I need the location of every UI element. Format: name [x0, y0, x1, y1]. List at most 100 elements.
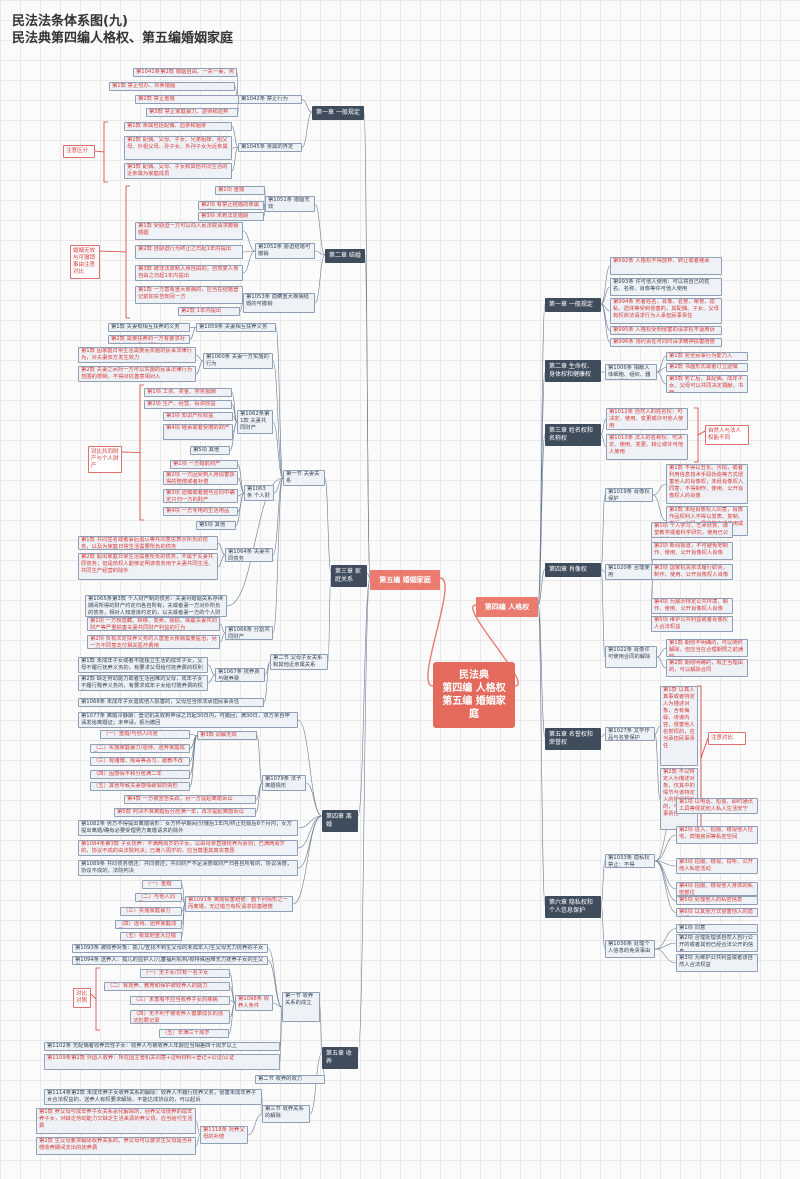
- edge-c3e2: [217, 554, 226, 567]
- bracket-link-n6: [700, 737, 709, 759]
- node-c4f2: （二）与他人同居: [135, 893, 182, 902]
- node-p5: 第五章 名誉权和荣誉权: [545, 728, 601, 750]
- edge-c4f: [292, 815, 323, 905]
- node-c4c: 第1082条 男方不得提出离婚情形：女方怀孕期间/分娩后1年内/终止妊娠后6个月…: [78, 820, 298, 836]
- edge-c5b: [267, 960, 283, 1008]
- edge-c3a2: [189, 327, 197, 340]
- node-c5c2: （二）有抚养、教育和保护被收养人的能力: [104, 982, 230, 991]
- node-c4b14: （四）因感情不和分居满二年: [90, 770, 190, 779]
- edge-p4: [537, 568, 546, 606]
- node-c5s1: 第一节 收养关系的成立: [282, 992, 320, 1022]
- edge-p6b1: [654, 928, 677, 950]
- node-p1: 第一章 一般规定: [545, 298, 601, 312]
- edge-p6a: [600, 860, 606, 906]
- node-p4: 第四章 肖像权: [545, 563, 601, 577]
- node-c3a: 第1059条 夫妻相互扶养义务: [196, 323, 276, 332]
- edge-c3d5: [235, 492, 245, 526]
- node-p6a4: 第4项 拍摄、窥视他人身体的私密部位: [676, 882, 758, 896]
- edge-c5c: [272, 1002, 283, 1008]
- node-p6b2: 第2项 合理处理该自然人自行公开的或者其他已经合法公开的信息: [676, 934, 758, 952]
- node-p3b: 第1013条 法人的名称权：可决定、使用、变更、转让或许可他人使用: [606, 434, 688, 460]
- edge-c4b11: [189, 734, 198, 736]
- node-c5g: 第1118条 对养父母的补偿: [200, 1126, 248, 1144]
- node-c1a: 第1042条 禁止行为: [238, 95, 302, 104]
- node-p3a: 第1012条 自然人的姓名权：可决定、使用、变更或许可他人使用: [606, 408, 688, 430]
- node-c3g2: 第2项 负有法定扶养义务的人患重大疾病需要医治，另一方不同意支付相关医疗费用: [87, 635, 220, 649]
- edge-p6a4: [654, 860, 677, 890]
- node-p1a: 第992条 人格权不得放弃、转让或者继承: [610, 257, 722, 275]
- node-c3s2: 第二节 父母子女关系和其他近亲属关系: [270, 654, 328, 670]
- node-c3d3: 第3项 遗嘱或者赠与合同中确定只归一方的财产: [163, 489, 238, 503]
- edge-p1e: [600, 303, 611, 343]
- edge-c5c3: [229, 1000, 236, 1004]
- node-c2a2: 第2项 有禁止结婚的亲属关系: [198, 201, 264, 210]
- edge-c1a: [301, 99, 313, 113]
- node-p6a6: 第6项 以其他方式侵害他人的隐私权: [676, 908, 758, 917]
- node-c2: 第二章 结婚: [325, 249, 365, 263]
- edge-c2c: [314, 254, 326, 304]
- bracket-link-n1: [94, 150, 105, 153]
- annotation-n3: 对比共同财产与个人财产: [88, 446, 122, 473]
- edge-p6a5: [654, 860, 677, 901]
- edge-c1b3: [231, 147, 239, 172]
- edge-c4f5: [181, 903, 186, 937]
- node-b5: 第五编 婚姻家庭: [370, 570, 440, 590]
- node-c3g1: 第1项 一方有隐藏、转移、变卖、毁损、挥霍夫妻共同财产等严重损害夫妻共同财产利益…: [87, 617, 220, 631]
- edge-c3d1: [237, 464, 245, 494]
- edge-c3h1: [207, 664, 216, 676]
- edge-c3c5: [229, 421, 238, 451]
- page-title: 民法法条体系图(九): [12, 14, 128, 29]
- node-p4c1: 第1款 期限不明确的，可以随时解除，但应当在合理期限之前通知: [666, 639, 748, 657]
- edge-c4f2: [181, 897, 186, 905]
- node-c5b: 第1094条 送养人：孤儿的监护人/儿童福利机构/有特殊困难无力抚养子女的生父母: [72, 956, 268, 965]
- node-p4b3: 第3项 国家机关依法履行职责，制作、使用、公开肖像权人肖像: [651, 564, 733, 580]
- bracket-n5: [694, 407, 699, 463]
- edge-c3d2: [237, 477, 245, 494]
- edge-p6a6: [654, 860, 677, 913]
- node-c3c: 第1062条第1款 夫妻共同财产: [237, 410, 273, 434]
- edge-c3: [366, 572, 371, 579]
- node-p2: 第二章 生命权、身体权和健康权: [545, 360, 601, 382]
- node-c2b2: 第2款 自胁迫行为终止之日起1年内提出: [135, 245, 243, 259]
- node-p4b: 第1020条 合理使用: [605, 564, 653, 580]
- node-c3h: 第1067条 抚养费与赡养费: [215, 668, 265, 682]
- edge-c3b2: [195, 360, 204, 375]
- node-c5a: 第1093条 被收养对象：孤儿/查找不到生父母的未成年人/生父母无力抚养的子女: [72, 944, 268, 953]
- node-p2a3: 第3款 死亡后，其配偶、成年子女、父母可以共同决定捐献，书面: [666, 375, 748, 393]
- edge-p4a1: [652, 483, 667, 496]
- edge-p2a1: [656, 356, 667, 373]
- node-c5c4: （四）无不利于被收养人健康成长的违法犯罪记录: [130, 1010, 230, 1024]
- bracket-link-n4: [90, 993, 97, 1000]
- node-c3f: 第1065条第3款 个人财产制的债务：夫妻对婚姻关系存续期间所得的财产约定归各自…: [85, 595, 227, 617]
- node-c4f: 第1091条 离婚损害赔偿：面下列情形之一而离婚，无过错方有权请求损害赔偿: [185, 896, 293, 912]
- edge-p3b: [600, 433, 607, 448]
- edge-c5c5: [228, 1002, 236, 1034]
- node-c1b: 第1045条 亲属的界定: [238, 143, 302, 152]
- edge-c3e: [272, 477, 284, 556]
- node-p4c: 第1022条 肖像许可使用合同的解除: [605, 646, 657, 668]
- node-c3i: 第1068条 未成年子女造成他人损害的，父母应当依法承担民事责任: [78, 698, 264, 707]
- edge-c3a: [275, 327, 284, 479]
- edge-c1b1: [231, 126, 239, 148]
- node-c4e: 第1089条 共同债务偿还：共同偿还；共同财产不足清偿或财产归各自所有的，协议清…: [78, 860, 298, 876]
- node-p2a2: 第2款 书面形式或者订立遗嘱: [666, 363, 748, 372]
- node-p6a: 第1033条 隐私权禁止：不得: [605, 854, 655, 868]
- node-c4b1: 第3款 调解无效: [197, 731, 257, 740]
- node-p1e: 第996条 违约责任可同时请求精神损害赔偿: [610, 338, 722, 347]
- node-c2b3: 第3款 被非法限制人身自由的，自恢复人身自由之日起1年内提出: [135, 265, 243, 281]
- annotation-n5: 自然人与法人权能不同: [705, 425, 749, 445]
- edge-p6b2: [654, 942, 677, 950]
- node-p2a: 第1006条 捐献人体细胞、组织、器官、遗体: [605, 364, 657, 380]
- edge-b4: [472, 604, 519, 687]
- node-c1a1: 第1041条第2款 婚姻自由、一夫一妻、男女平等: [133, 68, 237, 77]
- node-c5c1: （一）无子女/只有一名子女: [140, 969, 230, 978]
- node-p4c2: 第2款 期限明确的，有正当理由的，可以解除合同: [666, 659, 748, 677]
- node-c3d5: 第5项 其他: [196, 521, 236, 530]
- node-c3h2: 第2款 缺乏劳动能力或者生活困难的父母，成年子女不履行赡养义务的，有要求成年子女…: [78, 675, 208, 691]
- node-p5a1: 第1款 以真人真事或者特定人为描述对象，含有侮辱、诽谤内容，侵害他人名誉权的，应…: [660, 686, 698, 766]
- edge-p5a2: [654, 733, 661, 800]
- node-c4b13: （三）有赌博、吸毒等恶习，屡教不改: [90, 757, 190, 766]
- node-c1b3: 第3款 配偶、父母、子女和其他共同生活的近亲属为家庭成员: [124, 163, 232, 179]
- edge-p5a: [600, 733, 606, 738]
- node-c2b: 第1052条 胁迫结婚可撤销: [255, 243, 315, 259]
